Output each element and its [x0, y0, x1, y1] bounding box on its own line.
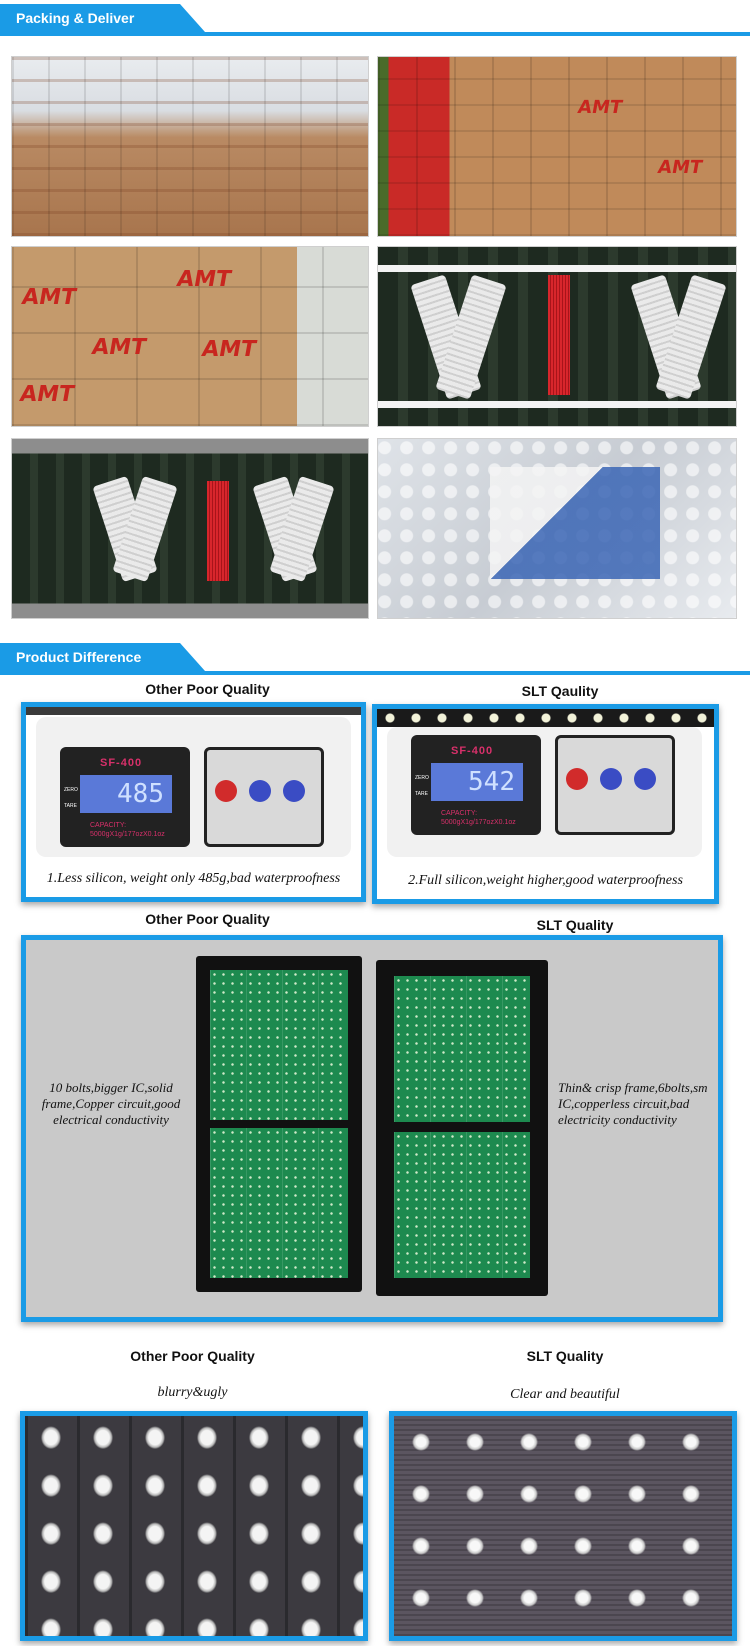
right-led-panel — [389, 1411, 737, 1641]
scale-lcd-reading: 485 — [80, 775, 172, 813]
tare-label: TARE — [415, 791, 428, 797]
panel-top-strip — [26, 707, 361, 715]
box-brand-logo: AMT — [576, 97, 624, 118]
scale-button-blue — [600, 768, 622, 790]
right-scale-panel: SF-400 542 ZERO TARE CAPACITY: 5000gX1g/… — [372, 704, 719, 904]
blurry-led-closeup — [25, 1416, 363, 1636]
tare-label: TARE — [64, 803, 77, 809]
left-board-title: Other Poor Quality — [145, 911, 270, 927]
header-rule — [0, 32, 750, 36]
right-weight-caption: 2.Full silicon,weight higher,good waterp… — [408, 873, 683, 888]
box-brand-logo: AMT — [19, 285, 79, 310]
box-brand-logo: AMT — [89, 335, 149, 360]
right-comparison-title: SLT Qaulity — [521, 683, 599, 699]
right-led-subtitle: Clear and beautiful — [510, 1387, 620, 1402]
box-brand-logo: AMT — [17, 382, 77, 407]
right-board-description: Thin& crisp frame,6bolts,sm IC,copperles… — [558, 1080, 708, 1127]
capacity-value: 5000gX1g/177ozX0.1oz — [90, 831, 165, 838]
box-brand-logo: AMT — [174, 267, 234, 292]
scale-button-blue — [283, 780, 305, 802]
scale-model-label: SF-400 — [100, 757, 143, 769]
weighing-scale: SF-400 542 ZERO TARE CAPACITY: 5000gX1g/… — [387, 727, 702, 857]
pcb-upper — [394, 976, 530, 1122]
stacked-boxes-photo: AMT AMT AMT AMT AMT — [11, 246, 369, 427]
scale-button-panel — [204, 747, 324, 847]
slt-quality-module — [376, 960, 548, 1296]
scale-button-blue — [634, 768, 656, 790]
truck-loading-photo: AMT AMT — [377, 56, 737, 237]
led-strip-top — [377, 709, 714, 727]
pcb-lower — [394, 1132, 530, 1278]
left-board-description: 10 bolts,bigger IC,solid frame,Copper ci… — [41, 1080, 181, 1127]
left-weight-caption: 1.Less silicon, weight only 485g,bad wat… — [46, 871, 341, 886]
difference-section-header: Product Difference — [0, 643, 750, 677]
capacity-value: 5000gX1g/177ozX0.1oz — [441, 819, 516, 826]
scale-button-blue — [249, 780, 271, 802]
section-title: Packing & Deliver — [0, 4, 205, 32]
open-carton-photo — [11, 438, 369, 619]
scale-display-panel: SF-400 542 ZERO TARE CAPACITY: 5000gX1g/… — [411, 735, 541, 835]
capacity-label: CAPACITY: — [441, 810, 478, 817]
pcb-upper — [210, 970, 348, 1120]
capacity-label: CAPACITY: — [90, 822, 127, 829]
zero-label: ZERO — [64, 787, 78, 793]
left-comparison-title: Other Poor Quality — [145, 681, 270, 697]
right-board-title: SLT Quality — [536, 917, 614, 933]
box-brand-logo: AMT — [199, 337, 259, 362]
power-wires — [548, 275, 570, 395]
power-wires — [207, 481, 229, 581]
left-scale-panel: SF-400 485 ZERO TARE CAPACITY: 5000gX1g/… — [21, 702, 366, 902]
scale-model-label: SF-400 — [451, 745, 494, 757]
board-comparison-panel: 10 bolts,bigger IC,solid frame,Copper ci… — [21, 935, 723, 1322]
scale-display-panel: SF-400 485 ZERO TARE CAPACITY: 5000gX1g/… — [60, 747, 190, 847]
section-title: Product Difference — [0, 643, 205, 671]
weighing-scale: SF-400 485 ZERO TARE CAPACITY: 5000gX1g/… — [36, 717, 351, 857]
left-led-title: Other Poor Quality — [130, 1348, 255, 1364]
scale-button-red — [215, 780, 237, 802]
right-led-title: SLT Quality — [526, 1348, 604, 1364]
poor-quality-module — [196, 956, 362, 1292]
scale-button-red — [566, 768, 588, 790]
warehouse-photo — [11, 56, 369, 237]
left-led-panel — [20, 1411, 368, 1641]
scale-button-panel — [555, 735, 675, 835]
zero-label: ZERO — [415, 775, 429, 781]
packed-modules-photo — [377, 246, 737, 427]
clear-led-closeup — [394, 1416, 732, 1636]
left-led-subtitle: blurry&ugly — [157, 1385, 228, 1400]
pcb-lower — [210, 1128, 348, 1278]
packing-section-header: Packing & Deliver — [0, 4, 750, 38]
bubble-wrap-photo — [377, 438, 737, 619]
header-rule — [0, 671, 750, 675]
scale-lcd-reading: 542 — [431, 763, 523, 801]
manual-sheet — [490, 467, 660, 579]
box-brand-logo: AMT — [656, 157, 704, 178]
